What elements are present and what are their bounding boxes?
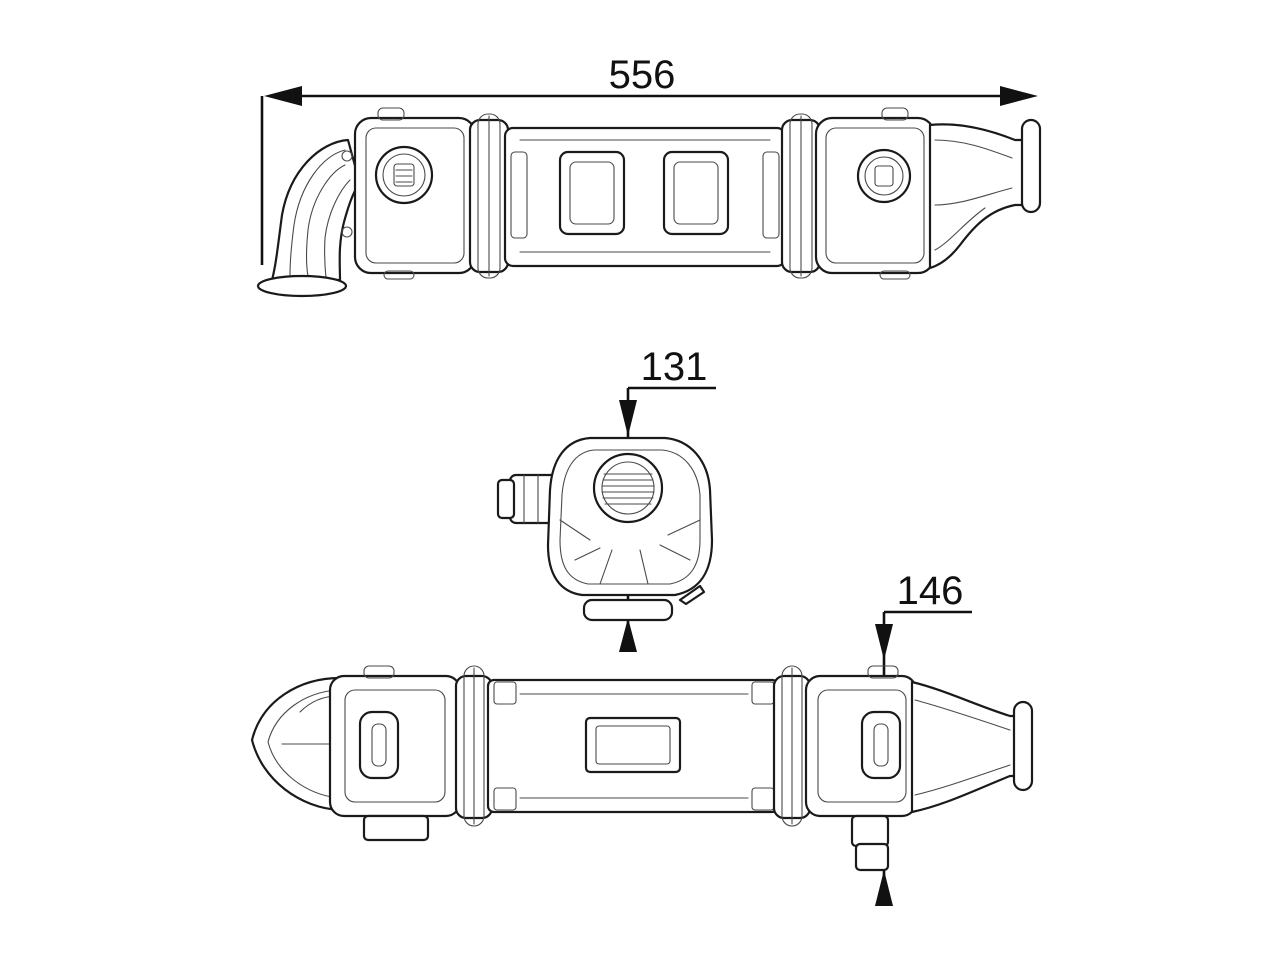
side-view-right-chamber <box>804 665 918 872</box>
left-chamber <box>353 107 477 280</box>
side-view: 146 <box>250 569 1034 906</box>
height-dimension-label: 146 <box>897 569 964 613</box>
top-view: 556 <box>256 53 1042 298</box>
left-collar <box>468 113 510 279</box>
right-collar <box>780 113 822 279</box>
end-view: 131 <box>496 345 716 652</box>
side-view-right-collar <box>772 665 812 827</box>
length-dimension: 556 <box>260 53 1038 265</box>
right-chamber <box>814 107 936 280</box>
end-view-body <box>546 436 714 597</box>
end-view-port <box>592 452 664 524</box>
right-outlet <box>928 118 1042 270</box>
width-dimension-label: 131 <box>641 345 708 389</box>
middle-tube <box>503 126 787 268</box>
side-view-right-outlet <box>910 680 1034 814</box>
end-view-side-stub <box>496 473 560 525</box>
side-view-middle-tube <box>486 678 780 814</box>
side-view-left-chamber <box>328 665 462 842</box>
side-view-nose-cap <box>250 676 342 812</box>
left-elbow-pipe <box>256 138 362 298</box>
length-dimension-label: 556 <box>609 53 676 97</box>
side-view-left-collar <box>454 665 494 827</box>
end-view-bottom-flange <box>582 598 674 622</box>
height-dimension: 146 <box>875 569 972 906</box>
